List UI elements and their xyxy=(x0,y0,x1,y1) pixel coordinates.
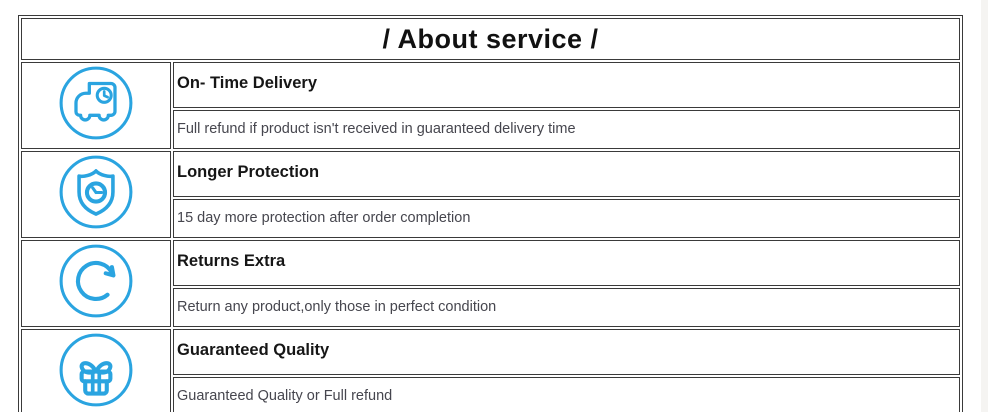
service-row: Guaranteed Quality xyxy=(21,329,960,412)
service-description: 15 day more protection after order compl… xyxy=(173,198,960,238)
page-edge-strip xyxy=(981,0,988,412)
service-description: Return any product,only those in perfect… xyxy=(173,287,960,327)
section-title: / About service / xyxy=(21,18,960,60)
service-title: Guaranteed Quality xyxy=(173,329,960,375)
shield-clock-icon xyxy=(57,153,135,231)
service-row: Return any product,only those in perfect… xyxy=(21,287,960,327)
service-icon-cell xyxy=(21,329,171,412)
service-title: Longer Protection xyxy=(173,151,960,197)
service-title: Returns Extra xyxy=(173,240,960,286)
service-description: Full refund if product isn't received in… xyxy=(173,109,960,149)
services-table-body: / About service / On- Time Delivery xyxy=(21,18,960,412)
service-row: Full refund if product isn't received in… xyxy=(21,109,960,149)
service-row: 15 day more protection after order compl… xyxy=(21,198,960,238)
service-row: Returns Extra xyxy=(21,240,960,327)
refresh-arrow-icon xyxy=(57,242,135,320)
service-row: On- Time Delivery xyxy=(21,62,960,149)
service-icon-cell xyxy=(21,240,171,327)
about-service-table: / About service / On- Time Delivery xyxy=(18,15,963,412)
truck-clock-icon xyxy=(57,64,135,142)
service-title: On- Time Delivery xyxy=(173,62,960,108)
gift-icon xyxy=(57,331,135,409)
service-row: Guaranteed Quality or Full refund xyxy=(21,376,960,412)
service-icon-cell xyxy=(21,151,171,238)
service-description: Guaranteed Quality or Full refund xyxy=(173,376,960,412)
service-row: Longer Protection xyxy=(21,151,960,238)
service-icon-cell xyxy=(21,62,171,149)
